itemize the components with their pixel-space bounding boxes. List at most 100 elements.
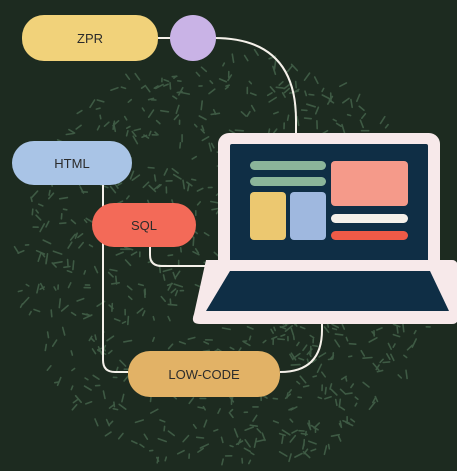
texture-dash xyxy=(167,282,173,291)
texture-dash xyxy=(163,79,170,83)
texture-dash xyxy=(35,214,42,221)
texture-dash xyxy=(56,376,62,387)
texture-dash xyxy=(272,111,279,115)
texture-dash xyxy=(244,438,251,448)
texture-dash xyxy=(359,119,365,129)
texture-dash xyxy=(330,388,338,396)
texture-dash xyxy=(273,326,277,332)
texture-dash xyxy=(143,433,149,441)
texture-dash xyxy=(256,427,262,434)
texture-dash xyxy=(301,443,305,450)
texture-dash xyxy=(248,459,252,465)
texture-dash xyxy=(272,65,277,75)
texture-dash xyxy=(321,94,331,100)
texture-dash xyxy=(249,92,257,96)
texture-dash xyxy=(290,363,301,366)
texture-dash xyxy=(229,346,235,351)
texture-dash xyxy=(195,71,201,77)
texture-dash xyxy=(115,251,124,256)
texture-dash xyxy=(127,98,133,103)
texture-dash xyxy=(28,310,32,316)
texture-dash xyxy=(61,326,66,336)
texture-dash xyxy=(173,395,177,400)
texture-dash xyxy=(309,334,315,339)
texture-dash xyxy=(269,86,276,93)
texture-dash xyxy=(403,354,408,359)
texture-dash xyxy=(220,436,224,444)
low-code-label: LOW-CODE xyxy=(128,351,280,397)
texture-dash xyxy=(74,394,82,404)
texture-dash xyxy=(396,325,399,334)
texture-dash xyxy=(294,80,298,89)
texture-dash xyxy=(194,248,200,254)
texture-dash xyxy=(162,268,173,273)
texture-dash xyxy=(22,296,30,305)
texture-dash xyxy=(406,344,414,351)
texture-dash xyxy=(201,136,210,142)
texture-dash xyxy=(199,443,210,449)
texture-dash xyxy=(252,414,258,422)
texture-dash xyxy=(17,289,23,293)
texture-dash xyxy=(154,83,164,90)
texture-dash xyxy=(62,208,68,211)
texture-dash xyxy=(123,115,128,121)
texture-dash xyxy=(337,435,342,442)
texture-dash xyxy=(209,80,214,85)
texture-dash xyxy=(160,295,166,303)
texture-dash xyxy=(203,419,208,428)
texture-dash xyxy=(307,440,317,445)
texture-dash xyxy=(171,167,179,174)
texture-dash xyxy=(110,281,120,285)
texture-dash xyxy=(312,375,318,378)
texture-dash xyxy=(289,353,294,361)
texture-dash xyxy=(376,369,384,373)
texture-dash xyxy=(51,339,58,348)
texture-dash xyxy=(145,86,151,93)
texture-dash xyxy=(153,85,159,89)
texture-dash xyxy=(289,434,297,443)
texture-dash xyxy=(159,419,166,423)
texture-dash xyxy=(212,108,217,115)
texture-dash xyxy=(286,114,290,121)
texture-dash xyxy=(248,335,252,341)
texture-dash xyxy=(60,304,69,312)
texture-dash xyxy=(147,109,155,118)
texture-dash xyxy=(201,125,205,132)
texture-dash xyxy=(192,250,200,256)
texture-dash xyxy=(376,327,383,331)
texture-dash xyxy=(324,395,332,400)
texture-dash xyxy=(392,323,401,328)
texture-dash xyxy=(332,118,338,122)
texture-dash xyxy=(70,311,77,317)
texture-dash xyxy=(196,187,204,192)
texture-dash xyxy=(318,352,327,358)
texture-dash xyxy=(35,209,40,214)
texture-dash xyxy=(118,403,127,411)
texture-dash xyxy=(302,344,308,352)
texture-dash xyxy=(93,265,99,274)
texture-dash xyxy=(78,241,84,249)
texture-dash xyxy=(221,458,224,466)
texture-dash xyxy=(291,429,299,434)
texture-dash xyxy=(392,343,396,349)
texture-dash xyxy=(272,420,280,424)
texture-dash xyxy=(243,54,249,62)
texture-dash xyxy=(346,113,352,117)
texture-dash xyxy=(273,59,277,70)
zpr-label: ZPR xyxy=(22,15,158,61)
texture-dash xyxy=(127,295,133,301)
texture-dash xyxy=(72,398,79,404)
texture-dash xyxy=(253,48,259,57)
texture-dash xyxy=(234,129,245,132)
texture-dash xyxy=(387,342,393,351)
texture-dash xyxy=(96,347,103,351)
texture-dash xyxy=(210,200,220,204)
texture-dash xyxy=(267,128,271,134)
texture-dash xyxy=(270,328,275,334)
texture-dash xyxy=(296,341,300,347)
texture-dash xyxy=(58,222,67,225)
texture-dash xyxy=(148,130,152,137)
texture-dash xyxy=(107,271,114,278)
texture-dash xyxy=(115,366,119,373)
